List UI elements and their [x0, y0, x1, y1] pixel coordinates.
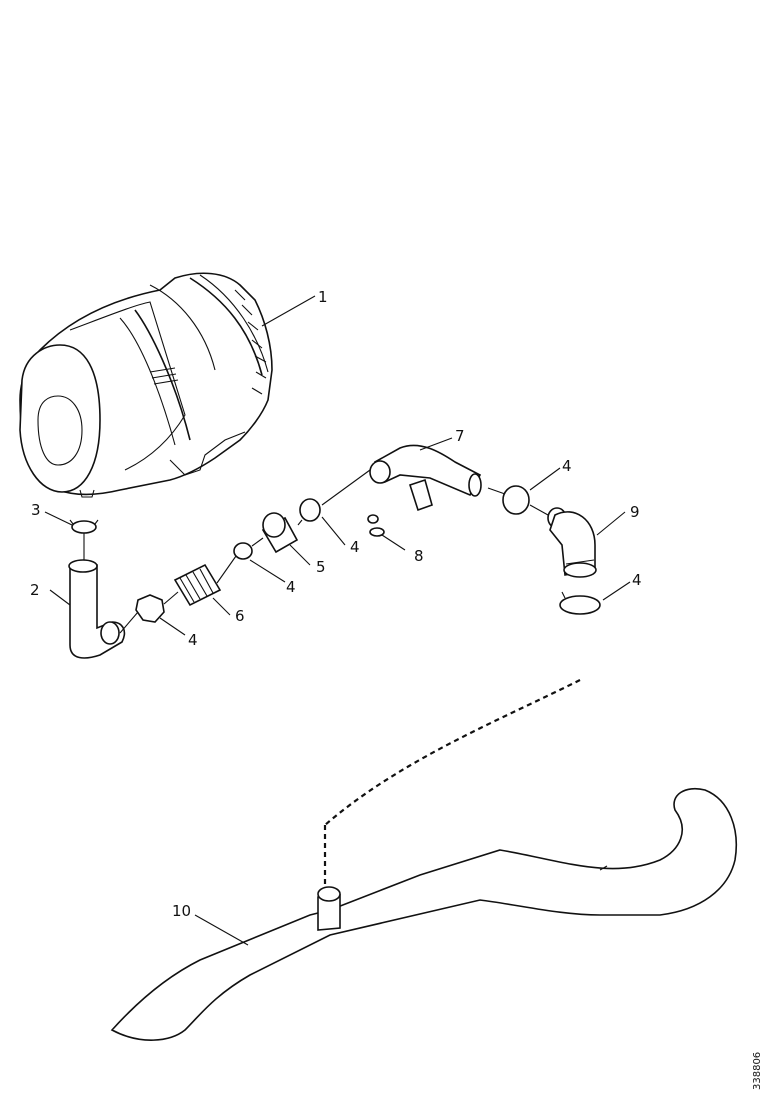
callout-1: 1 — [318, 288, 328, 306]
callout-4-left: 4 — [188, 631, 198, 649]
callout-2: 2 — [30, 581, 40, 599]
clamp-4-group — [135, 485, 601, 623]
callout-5: 5 — [316, 558, 326, 576]
callout-4-right-bottom: 4 — [632, 571, 642, 589]
callout-6: 6 — [235, 607, 245, 625]
callout-4-right-top: 4 — [562, 457, 572, 475]
callout-4-mid: 4 — [350, 538, 360, 556]
callout-10: 10 — [172, 902, 191, 920]
bolt-8 — [367, 514, 385, 537]
sleeve-5 — [261, 512, 299, 554]
intake-pipe-10 — [110, 788, 737, 1041]
callout-4-mid-low: 4 — [286, 578, 296, 596]
callout-8: 8 — [414, 547, 424, 565]
bellows-6 — [173, 563, 222, 607]
callout-3: 3 — [31, 501, 41, 519]
elbow-pipe — [68, 559, 126, 659]
air-filter-housing — [19, 272, 273, 498]
document-number: 338806 — [752, 1051, 763, 1091]
clamp-3 — [69, 519, 99, 534]
callout-9: 9 — [630, 503, 640, 521]
leader-lines — [83, 469, 581, 885]
bent-tube-7 — [369, 444, 482, 512]
elbow-hose-9 — [549, 511, 597, 578]
callout-7: 7 — [455, 427, 465, 445]
callout-labels: 1 2 3 4 4 4 4 4 5 6 7 8 9 10 — [30, 288, 642, 920]
callout-pointers — [44, 295, 631, 946]
